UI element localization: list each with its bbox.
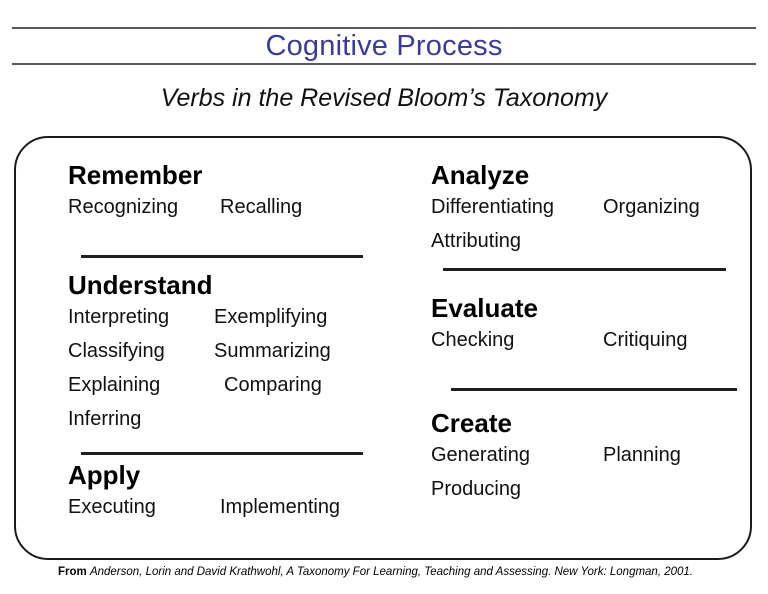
- verb-explaining: Explaining: [68, 374, 161, 396]
- header-rule-bottom: [12, 63, 756, 65]
- verb-checking: Checking: [431, 329, 515, 351]
- verb-generating: Generating: [431, 444, 530, 466]
- citation-prefix: From: [58, 566, 90, 578]
- verb-row: Executing Implementing: [68, 492, 418, 526]
- verb-row: Interpreting Exemplifying: [68, 302, 418, 336]
- verb-comparing: Comparing: [224, 374, 322, 396]
- verb-row: Attributing: [431, 226, 768, 260]
- verb-row: Explaining Comparing: [68, 370, 418, 404]
- group-title-evaluate: Evaluate: [431, 293, 538, 323]
- page-subtitle: Verbs in the Revised Bloom’s Taxonomy: [160, 84, 608, 112]
- verb-executing: Executing: [68, 496, 156, 518]
- group-title-understand: Understand: [68, 270, 213, 300]
- verb-organizing: Organizing: [603, 196, 700, 218]
- verb-row: Producing: [431, 474, 768, 508]
- verb-producing: Producing: [431, 478, 522, 500]
- verb-inferring: Inferring: [68, 408, 142, 430]
- verb-row: Differentiating Organizing: [431, 192, 768, 226]
- verb-interpreting: Interpreting: [68, 306, 170, 328]
- verb-recalling: Recalling: [220, 196, 303, 218]
- group-title-create: Create: [431, 408, 512, 438]
- verb-exemplifying: Exemplifying: [214, 306, 328, 328]
- group-title-apply: Apply: [68, 460, 141, 490]
- verb-summarizing: Summarizing: [214, 340, 331, 362]
- verb-row: Generating Planning: [431, 440, 768, 474]
- verb-implementing: Implementing: [220, 496, 341, 518]
- section-divider: [81, 452, 363, 455]
- verb-row: Recognizing Recalling: [68, 192, 418, 226]
- citation-text: Anderson, Lorin and David Krathwohl, A T…: [89, 566, 694, 578]
- verb-attributing: Attributing: [431, 230, 522, 252]
- verb-row: Inferring: [68, 404, 418, 438]
- section-divider: [451, 388, 737, 391]
- verb-classifying: Classifying: [68, 340, 165, 362]
- group-title-remember: Remember: [68, 160, 203, 190]
- group-title-analyze: Analyze: [431, 160, 530, 190]
- section-divider: [81, 255, 363, 258]
- verb-row: Checking Critiquing: [431, 325, 768, 359]
- footer-citation: From Anderson, Lorin and David Krathwohl…: [58, 565, 758, 579]
- verb-critiquing: Critiquing: [603, 329, 688, 351]
- verb-row: Classifying Summarizing: [68, 336, 418, 370]
- verb-differentiating: Differentiating: [431, 196, 555, 218]
- page-title: Cognitive Process: [265, 30, 503, 62]
- header-rule-top: [12, 27, 756, 29]
- verb-planning: Planning: [603, 444, 681, 466]
- verb-recognizing: Recognizing: [68, 196, 179, 218]
- section-divider: [443, 268, 726, 271]
